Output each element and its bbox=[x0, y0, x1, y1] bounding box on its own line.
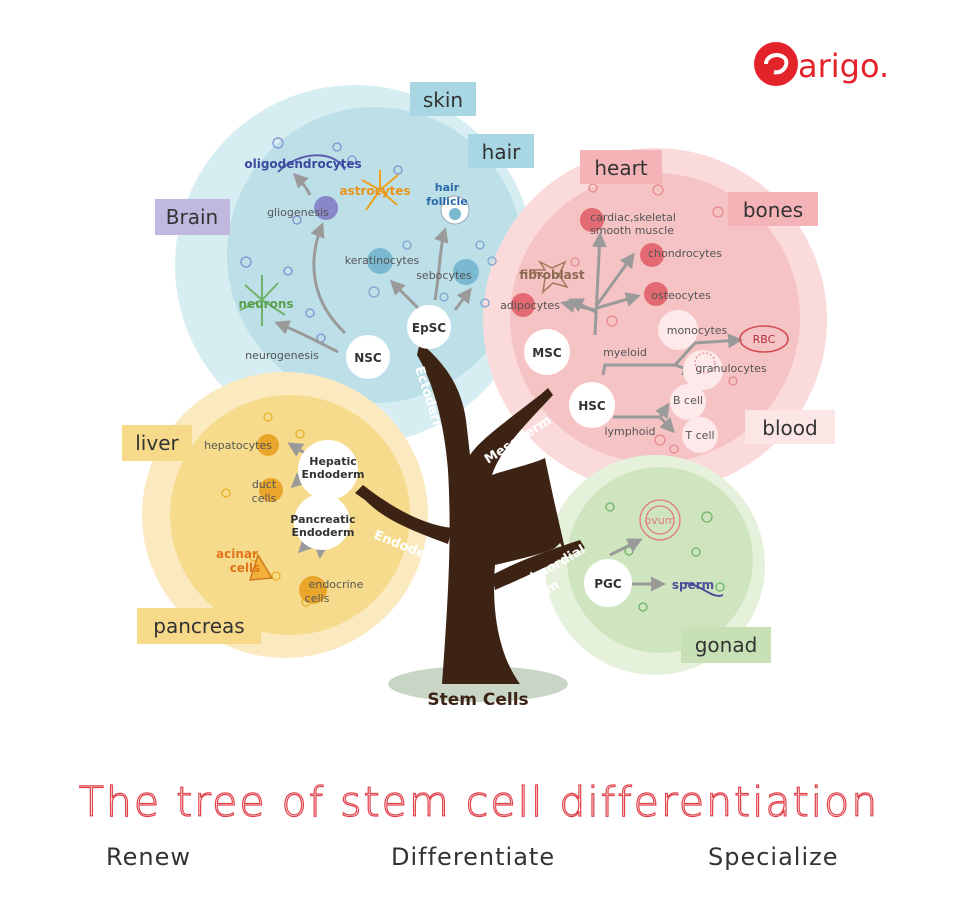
acinar-cells-label-2: cells bbox=[230, 561, 261, 575]
t-cell-label: T cell bbox=[684, 429, 714, 442]
b-cell-label: B cell bbox=[673, 394, 703, 407]
area-label-blood: blood bbox=[745, 410, 835, 444]
granulocyte-icon bbox=[694, 352, 716, 374]
hair-follicle-label-2: follicle bbox=[426, 195, 467, 208]
germ-region bbox=[545, 455, 765, 675]
sperm-icon bbox=[683, 582, 724, 597]
area-label-hair: hair bbox=[468, 134, 534, 168]
area-label-gonad: gonad bbox=[681, 627, 771, 663]
neurogenesis-label: neurogenesis bbox=[245, 349, 319, 362]
monocytes-label: monocytes bbox=[667, 324, 728, 337]
oligodendrocytes-label: oligodendrocytes bbox=[244, 157, 361, 171]
root-label: Stem Cells bbox=[427, 690, 528, 710]
muscle-label-2: smooth muscle bbox=[590, 224, 674, 237]
pancreatic-endoderm-label-2: Endoderm bbox=[292, 526, 355, 539]
footer-title: The tree of stem cell differentiation bbox=[78, 777, 880, 826]
chondrocytes-label: chondrocytes bbox=[648, 247, 722, 260]
svg-text:pancreas: pancreas bbox=[153, 614, 244, 638]
epsc-label: EpSC bbox=[412, 321, 446, 335]
area-label-brain: Brain bbox=[155, 199, 230, 235]
svg-text:gonad: gonad bbox=[695, 633, 758, 657]
gliogenesis-label: gliogenesis bbox=[267, 206, 329, 219]
ovum-label: ovum bbox=[645, 514, 676, 527]
hepatic-endoderm-label-1: Hepatic bbox=[309, 455, 357, 468]
footer-step-specialize: Specialize bbox=[708, 843, 839, 871]
endocrine-cells-label-1: endocrine bbox=[309, 578, 364, 591]
hair-follicle-label-1: hair bbox=[435, 181, 460, 194]
arigo-logo: arigo. bbox=[752, 38, 927, 93]
area-label-heart: heart bbox=[580, 150, 662, 184]
rbc-label: RBC bbox=[753, 333, 776, 346]
astrocyte-icon bbox=[361, 170, 399, 211]
neurons-label: neurons bbox=[238, 297, 293, 311]
cell-markers bbox=[257, 196, 668, 604]
oligodendrocyte-icon bbox=[277, 154, 346, 173]
acinar-cell-icon bbox=[248, 553, 274, 581]
svg-text:bones: bones bbox=[743, 198, 803, 222]
area-label-bones: bones bbox=[728, 192, 818, 226]
area-label-pancreas: pancreas bbox=[137, 608, 261, 644]
duct-cells-label-2: cells bbox=[252, 492, 277, 505]
acinar-cells-label-1: acinar bbox=[216, 547, 258, 561]
duct-cells-label-1: duct bbox=[252, 478, 277, 491]
svg-text:heart: heart bbox=[594, 156, 647, 180]
brand-name: arigo. bbox=[798, 47, 889, 85]
pancreatic-endoderm-label-1: Pancreatic bbox=[290, 513, 355, 526]
neuron-icon bbox=[239, 275, 286, 326]
muscle-label-1: cardiac,skeletal bbox=[590, 211, 676, 224]
ovum-icon bbox=[639, 499, 681, 541]
rbc-icon bbox=[739, 325, 789, 353]
stem-cells bbox=[294, 195, 723, 607]
astrocytes-label: astrocytes bbox=[339, 184, 410, 198]
svg-text:hair: hair bbox=[482, 140, 521, 164]
area-label-skin: skin bbox=[410, 82, 476, 116]
adipocytes-label: adipocytes bbox=[500, 299, 560, 312]
myeloid-label: myeloid bbox=[603, 346, 647, 359]
decorative-bubbles bbox=[221, 137, 738, 612]
footer-step-renew: Renew bbox=[106, 843, 191, 871]
hsc-label: HSC bbox=[578, 399, 606, 413]
area-label-liver: liver bbox=[122, 425, 192, 461]
hepatic-endoderm-label-2: Endoderm bbox=[302, 468, 365, 481]
pgc-label: PGC bbox=[594, 577, 622, 591]
svg-text:skin: skin bbox=[423, 88, 463, 112]
sebocytes-label: sebocytes bbox=[416, 269, 472, 282]
osteocytes-label: osteocytes bbox=[651, 289, 711, 302]
hepatocytes-label: hepatocytes bbox=[204, 439, 272, 452]
sperm-label: sperm bbox=[672, 578, 714, 592]
endocrine-cells-label-2: cells bbox=[305, 592, 330, 605]
msc-label: MSC bbox=[532, 346, 562, 360]
keratinocytes-label: keratinocytes bbox=[345, 254, 420, 267]
lymphoid-label: lymphoid bbox=[604, 425, 655, 438]
tree-trunk bbox=[355, 342, 585, 702]
cell-labels: oligodendrocytes astrocytes gliogenesis … bbox=[204, 157, 776, 605]
granulocytes-label: granulocytes bbox=[695, 362, 767, 375]
svg-text:Brain: Brain bbox=[166, 205, 218, 229]
fibroblast-label: fibroblast bbox=[519, 268, 585, 282]
nsc-label: NSC bbox=[354, 351, 382, 365]
logo-mark-icon bbox=[754, 42, 798, 86]
svg-text:liver: liver bbox=[135, 431, 179, 455]
differentiation-arrows bbox=[274, 172, 743, 592]
footer-step-differentiate: Differentiate bbox=[391, 843, 556, 871]
fibroblast-icon bbox=[529, 260, 569, 294]
svg-text:blood: blood bbox=[762, 416, 817, 440]
